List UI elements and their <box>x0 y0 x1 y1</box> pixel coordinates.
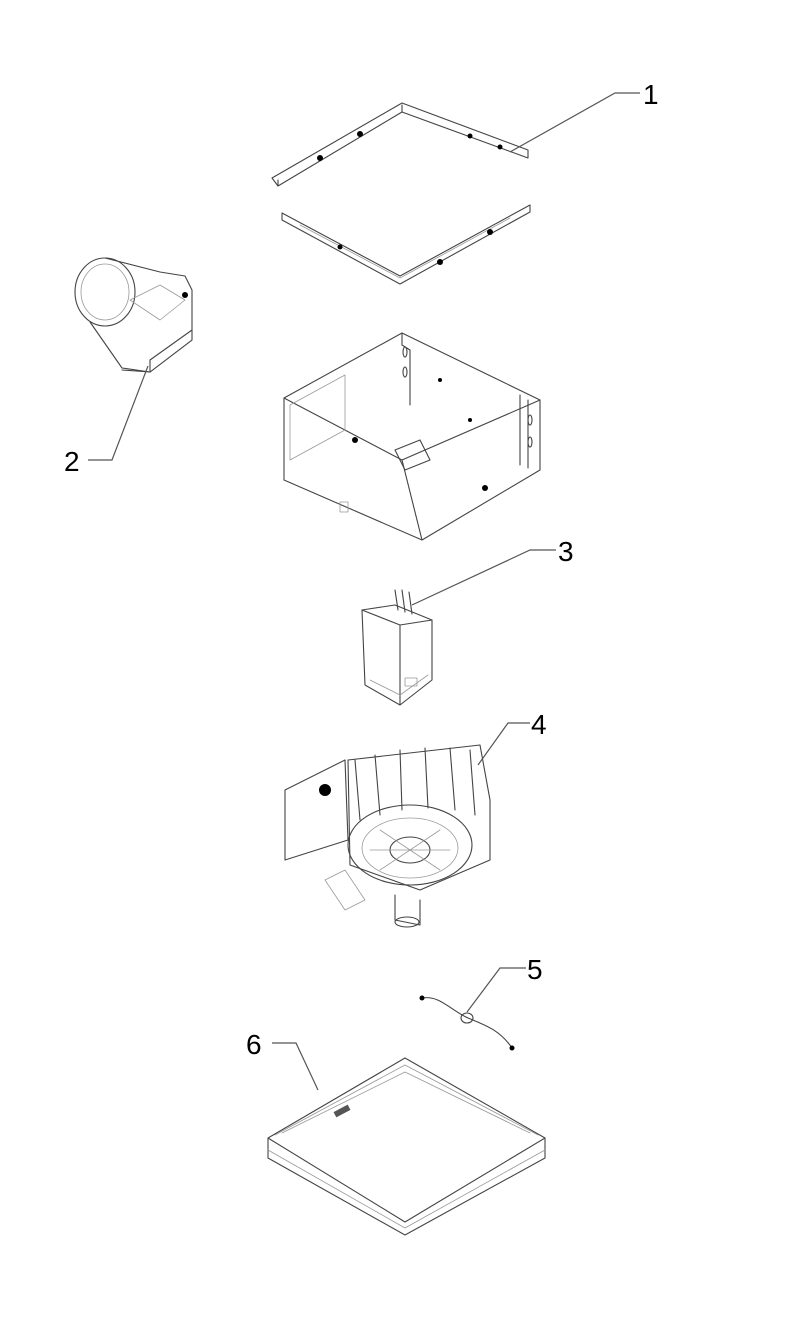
fan-housing-box <box>283 332 541 541</box>
part-3-junction-box <box>361 589 433 706</box>
part-6-grille <box>267 1057 546 1236</box>
part-1-mounting-frame <box>271 102 531 285</box>
callout-number-3: 3 <box>558 536 574 567</box>
callout-number-1: 1 <box>643 79 659 110</box>
part-5-wire-harness <box>419 995 515 1051</box>
leader-line-3 <box>411 549 556 606</box>
callout-number-4: 4 <box>531 709 547 740</box>
callout-number-2: 2 <box>64 446 80 477</box>
leader-line-1 <box>509 92 640 153</box>
callout-number-6: 6 <box>246 1029 262 1060</box>
part-2-duct-connector <box>74 257 193 373</box>
leader-line-4 <box>477 722 530 766</box>
part-4-blower-assembly <box>284 744 491 928</box>
leader-line-6 <box>272 1042 319 1091</box>
leader-line-2 <box>88 365 149 461</box>
callout-number-5: 5 <box>527 954 543 985</box>
leader-line-5 <box>466 967 526 1013</box>
